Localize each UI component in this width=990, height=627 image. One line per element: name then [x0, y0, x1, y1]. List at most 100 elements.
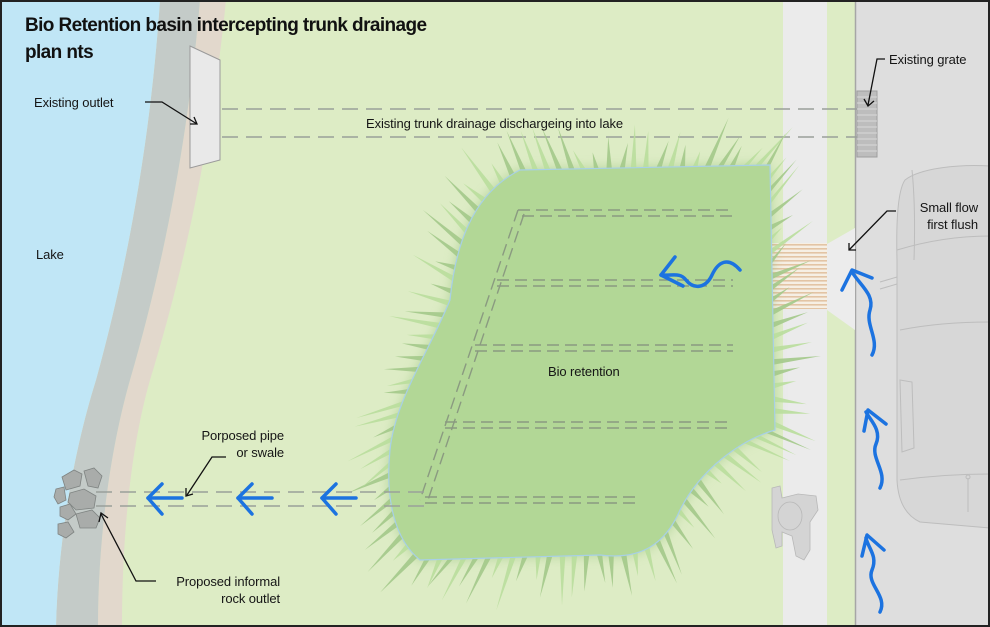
leader-lines: [98, 58, 896, 582]
grass-spike: [764, 132, 786, 171]
title-line-1: Bio Retention basin intercepting trunk d…: [25, 15, 427, 36]
grass-spike: [491, 554, 505, 579]
grass-spike: [422, 209, 466, 248]
grass-spike: [497, 142, 517, 180]
grass-spike: [458, 554, 481, 587]
leader-existing-outlet: [145, 101, 198, 125]
grass-spike: [752, 127, 793, 169]
grass-spike: [751, 433, 797, 456]
grass-spike: [559, 552, 566, 606]
pipe-flow-arrow-2: [236, 482, 274, 516]
grass-spike: [767, 214, 794, 233]
existing-grate: [856, 90, 878, 158]
label-proposed-pipe-line-1: Porposed pipe: [201, 428, 284, 443]
label-rock-outlet: Proposed informal rock outlet: [150, 573, 280, 607]
grass-spike: [619, 551, 632, 596]
grass-spike: [720, 451, 762, 483]
grass-spike: [727, 145, 742, 170]
label-lake: Lake: [36, 247, 64, 262]
grass-spike: [571, 551, 578, 598]
grass-spike: [642, 131, 649, 172]
grass-spike: [770, 407, 811, 414]
grass-spike: [354, 411, 403, 427]
road-flow-arrow-3: [860, 533, 886, 614]
grass-spikes: [346, 117, 821, 611]
grass-spike: [463, 183, 489, 205]
grass-spike: [703, 117, 729, 170]
grass-spike: [430, 283, 456, 296]
proposed-pipe: [96, 491, 425, 507]
grass-spike: [496, 553, 518, 611]
grass-spike: [448, 201, 476, 226]
grass-spike: [675, 506, 695, 528]
grass-spike: [678, 144, 686, 171]
grass-spike: [435, 261, 460, 272]
grass-spike: [653, 536, 678, 584]
grass-spike: [401, 343, 434, 351]
grass-spike: [606, 136, 613, 173]
label-existing-grate: Existing grate: [889, 52, 967, 67]
label-proposed-pipe-line-2: or swale: [236, 445, 284, 460]
pipe-flow-arrow-3: [320, 482, 358, 516]
grass-spike: [387, 377, 417, 386]
grass-spike: [412, 254, 457, 284]
grass-spike: [506, 130, 528, 174]
grass-spike: [356, 399, 407, 419]
grass-spike: [767, 157, 787, 184]
grass-spike: [710, 458, 746, 492]
bio-retention-basin: [346, 117, 821, 611]
label-proposed-pipe: Porposed pipe or swale: [170, 427, 284, 461]
grass-spike: [670, 516, 694, 549]
grass-spike: [346, 470, 393, 494]
grass-spike: [768, 267, 800, 293]
existing-outlet-structure: [189, 45, 221, 169]
grass-spike: [687, 485, 709, 507]
grass-spike: [769, 356, 821, 366]
label-existing-outlet: Existing outlet: [34, 95, 114, 110]
grass-spike: [631, 548, 638, 577]
grass-spike: [372, 507, 397, 533]
title-line-2: plan nts: [25, 42, 94, 63]
grass-spike: [389, 316, 445, 329]
grass-spike: [769, 312, 808, 330]
grass-spike: [729, 444, 762, 472]
grass-spike: [694, 475, 724, 515]
grass-spike: [380, 550, 421, 593]
grass-spike: [768, 291, 814, 318]
grass-spike: [573, 150, 589, 173]
grass-spike: [374, 483, 393, 501]
grass-spike: [595, 551, 606, 583]
grass-spike: [770, 395, 807, 405]
grass-spike: [666, 132, 681, 171]
grass-spike: [740, 438, 790, 462]
grass-spike: [769, 367, 801, 378]
grass-spike: [441, 555, 469, 601]
diagram-title: Bio Retention basin intercepting trunk d…: [25, 12, 427, 66]
grass-spike: [769, 322, 808, 342]
grass-spike: [360, 495, 395, 527]
rock-outlet: [53, 467, 103, 539]
subsurface-drains: [419, 209, 733, 504]
grass-spike: [767, 189, 803, 220]
grass-spike: [383, 366, 423, 373]
grass-spike: [715, 135, 741, 170]
leader-small-flow: [848, 210, 896, 251]
grass-spike: [444, 175, 482, 215]
grass-spike: [365, 519, 401, 550]
grass-spike: [360, 446, 394, 469]
leader-existing-grate: [863, 58, 885, 107]
label-rock-outlet-line-1: Proposed informal: [176, 574, 280, 589]
grass-spike: [520, 131, 540, 174]
grass-spike: [541, 127, 564, 174]
grass-spike: [768, 286, 790, 306]
grass-spike: [767, 159, 797, 196]
grass-spike: [404, 311, 450, 318]
grass-spike: [360, 458, 393, 489]
grass-spike: [768, 260, 811, 281]
grass-spike: [535, 552, 542, 580]
grass-spike: [762, 429, 811, 450]
grass-spike: [532, 127, 552, 174]
grass-spike: [771, 419, 816, 442]
